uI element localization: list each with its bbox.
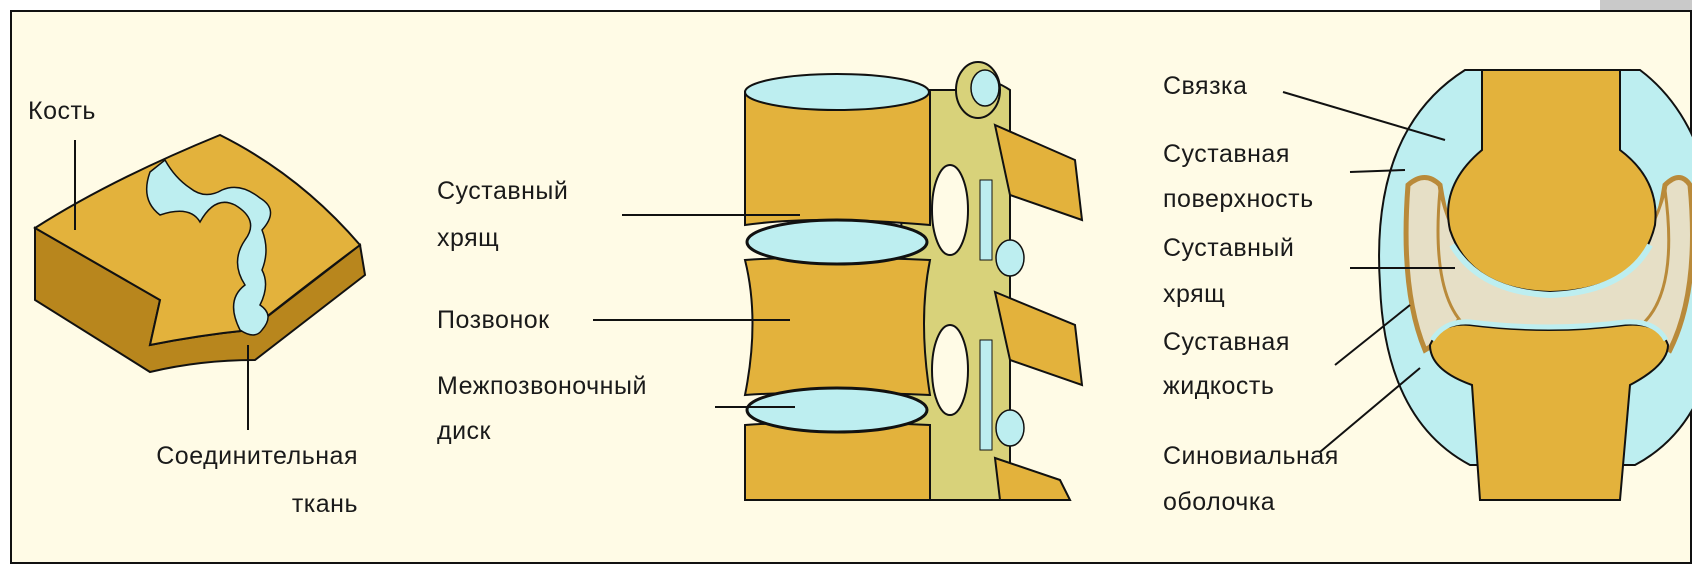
suture-panel [35, 135, 365, 430]
label-surface-1: Суставная [1163, 138, 1290, 171]
label-spine-cartilage-2: хрящ [437, 222, 499, 255]
facet-cartilage-2 [980, 340, 992, 450]
foramen-1 [932, 165, 968, 255]
label-disc-2: диск [437, 415, 491, 448]
label-vertebra: Позвонок [437, 304, 550, 337]
facet-cup-2 [996, 410, 1024, 446]
joint-panel [1283, 70, 1692, 500]
foramen-2 [932, 325, 968, 415]
label-disc-1: Межпозвоночный [437, 370, 647, 403]
facet-cartilage-1 [980, 180, 992, 260]
label-connective-tissue-1: Соединительная [90, 440, 358, 473]
label-ligament: Связка [1163, 70, 1247, 103]
disc-top [745, 74, 929, 110]
spinous-process-3 [995, 458, 1070, 500]
label-bone: Кость [28, 95, 96, 128]
spine-panel [593, 62, 1082, 500]
disc-lower [747, 388, 927, 432]
vertebra-body-3 [745, 423, 930, 501]
label-joint-cartilage-2: хрящ [1163, 278, 1225, 311]
label-spine-cartilage-1: Суставный [437, 175, 568, 208]
label-membrane-1: Синовиальная [1163, 440, 1339, 473]
label-membrane-2: оболочка [1163, 486, 1275, 519]
label-fluid-1: Суставная [1163, 326, 1290, 359]
label-surface-2: поверхность [1163, 183, 1314, 216]
label-connective-tissue-2: ткань [90, 488, 358, 521]
disc-middle [747, 220, 927, 264]
vertebra-body-2 [745, 258, 930, 396]
upper-facet-cartilage [971, 70, 999, 106]
label-fluid-2: жидкость [1163, 370, 1274, 403]
label-joint-cartilage-1: Суставный [1163, 232, 1294, 265]
facet-cup-1 [996, 240, 1024, 276]
